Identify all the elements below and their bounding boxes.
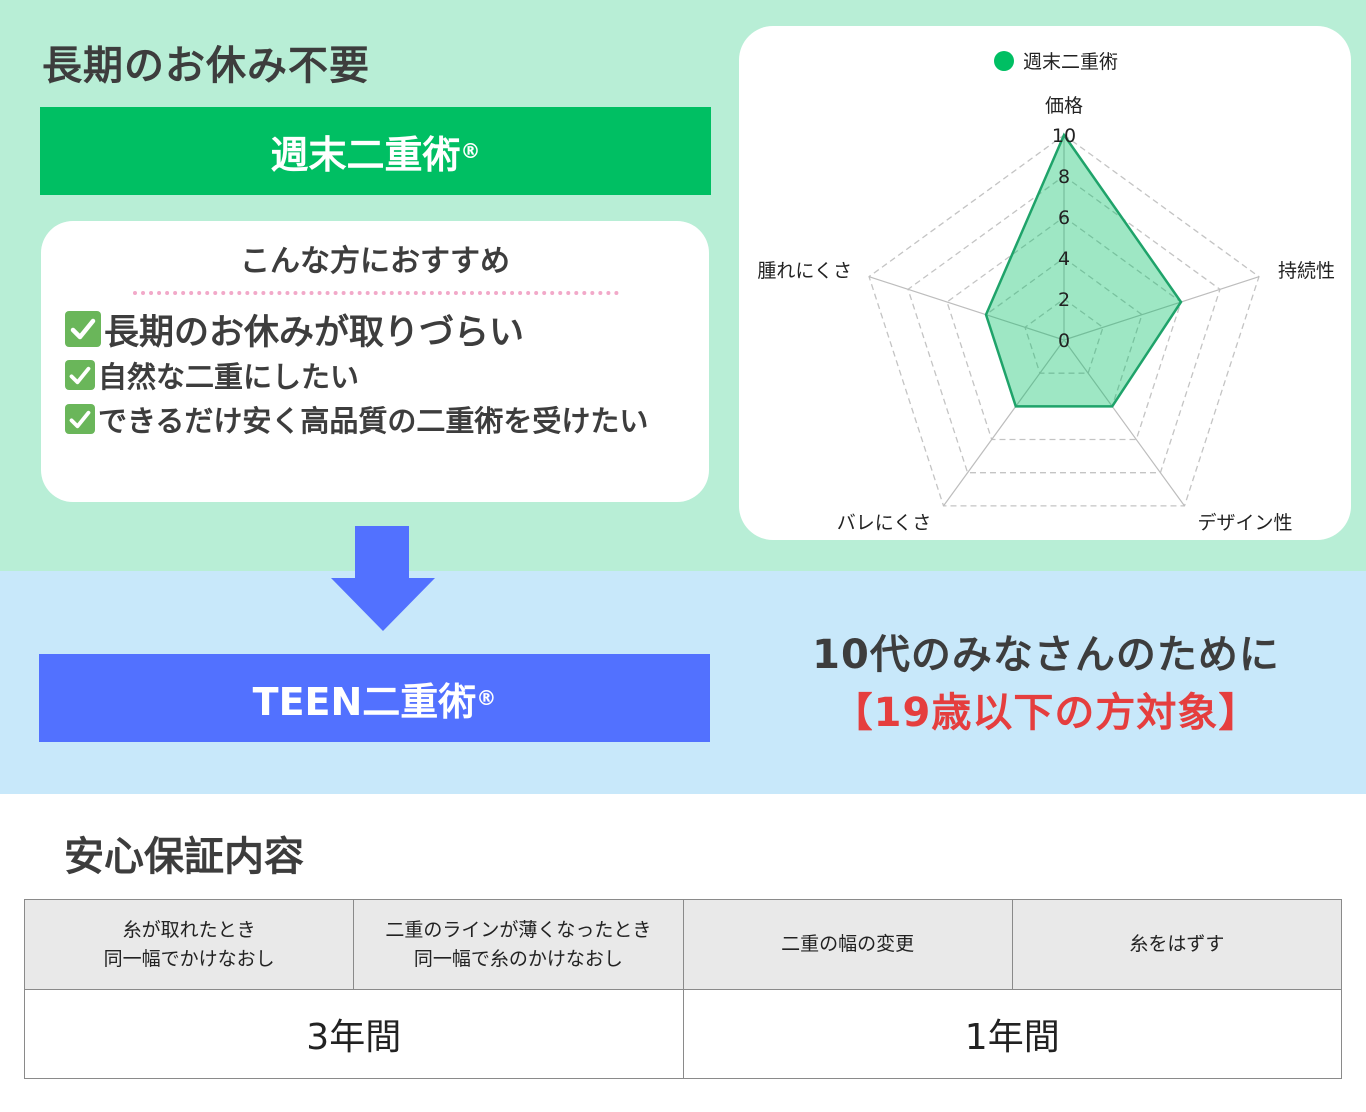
- header-line: 二重の幅の変更: [781, 933, 915, 955]
- list-item: できるだけ安く高品質の二重術を受けたい: [65, 397, 648, 441]
- checkmark-icon: [65, 360, 95, 390]
- recommendation-title: こんな方におすすめ: [240, 244, 510, 279]
- arrow-down-icon: [331, 526, 435, 631]
- header-line: 同一幅で糸のかけなおし: [413, 947, 623, 970]
- list-item-text: 長期のお休みが取りづらい: [104, 312, 525, 353]
- period-cell: 3年間: [24, 989, 684, 1079]
- recommendation-card: こんな方におすすめ 長期のお休みが取りづらい 自然な二重にしたい できるだけ安く…: [41, 221, 709, 502]
- teen-surgery-banner: TEEN二重術®: [39, 654, 710, 742]
- weekend-surgery-label: 週末二重術: [270, 132, 461, 177]
- table-row: 3年間 1年間: [24, 989, 1342, 1079]
- period-cell: 1年間: [682, 989, 1342, 1079]
- header-line: 糸をはずす: [1129, 933, 1225, 955]
- teen-surgery-label: TEEN二重術: [252, 679, 477, 724]
- teen-tagline: 10代のみなさんのために: [812, 632, 1280, 678]
- table-header-row: 糸が取れたとき 同一幅でかけなおし 二重のラインが薄くなったとき 同一幅で糸のか…: [23, 899, 1343, 990]
- radar-chart-card: [739, 26, 1351, 540]
- table-header-cell: 糸をはずす: [1011, 899, 1343, 990]
- registered-mark: ®: [460, 139, 481, 163]
- teen-copy: 10代のみなさんのために 【19歳以下の方対象】: [740, 626, 1352, 742]
- guarantee-title: 安心保証内容: [64, 834, 304, 880]
- list-item-text: 自然な二重にしたい: [98, 360, 360, 394]
- header-line: 糸が取れたとき: [122, 918, 256, 941]
- table-header-cell: 二重のラインが薄くなったとき 同一幅で糸のかけなおし: [353, 899, 684, 990]
- weekend-surgery-banner: 週末二重術®: [40, 107, 711, 195]
- teen-target: 【19歳以下の方対象】: [832, 690, 1260, 736]
- list-item: 長期のお休みが取りづらい: [65, 305, 648, 353]
- header-line: 二重のラインが薄くなったとき: [385, 918, 652, 941]
- recommendation-list: 長期のお休みが取りづらい 自然な二重にしたい できるだけ安く高品質の二重術を受け…: [65, 305, 648, 441]
- list-item: 自然な二重にしたい: [65, 353, 648, 397]
- list-item-text: できるだけ安く高品質の二重術を受けたい: [98, 404, 649, 438]
- table-header-cell: 二重の幅の変更: [682, 899, 1013, 990]
- registered-mark: ®: [476, 686, 497, 710]
- checkmark-icon: [65, 311, 101, 347]
- guarantee-table: 糸が取れたとき 同一幅でかけなおし 二重のラインが薄くなったとき 同一幅で糸のか…: [23, 899, 1343, 1079]
- table-header-cell: 糸が取れたとき 同一幅でかけなおし: [23, 899, 355, 990]
- checkmark-icon: [65, 404, 95, 434]
- page-title: 長期のお休み不要: [42, 43, 370, 89]
- header-line: 同一幅でかけなおし: [103, 947, 275, 970]
- dotted-divider: [133, 291, 619, 295]
